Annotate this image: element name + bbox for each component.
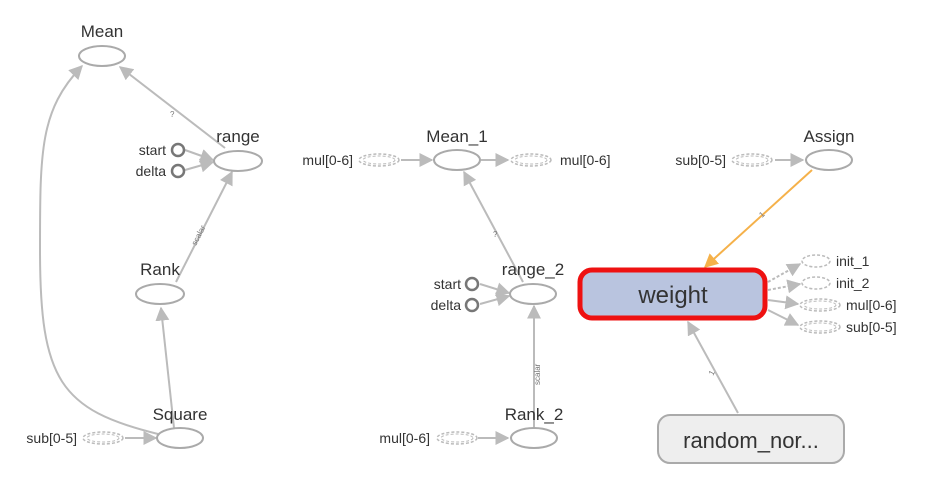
edge-rank-to-range: [175, 170, 233, 283]
cluster-left: ? scalar Mean range Rank Square start: [26, 22, 263, 449]
node-random-normal[interactable]: random_nor...: [657, 414, 845, 464]
input-square-sub[interactable]: sub[0-5]: [26, 430, 124, 446]
input-range2-delta[interactable]: delta: [431, 297, 480, 313]
input-range-start-label: start: [139, 142, 166, 158]
output-mean1-mul-label: mul[0-6]: [560, 152, 611, 168]
edge-label-assign-weight: 1: [757, 209, 767, 219]
node-random-normal-label: random_nor...: [683, 428, 819, 453]
output-init-1-label: init_1: [836, 253, 870, 269]
node-mean[interactable]: Mean: [78, 22, 126, 67]
output-weight-sub-label: sub[0-5]: [846, 319, 897, 335]
input-range-start[interactable]: start: [139, 142, 186, 158]
node-mean-1[interactable]: Mean_1: [426, 127, 488, 171]
edge-weight-to-init2: [767, 279, 802, 294]
edge-weight-to-sub: [767, 309, 800, 326]
edge-label-random-weight: 1: [707, 368, 717, 377]
node-range-2-label: range_2: [502, 260, 564, 279]
edge-square-to-rank: [155, 306, 175, 429]
edge-range-to-mean: [118, 66, 226, 149]
node-mean-1-label: Mean_1: [426, 127, 487, 146]
output-init-2[interactable]: init_2: [801, 275, 870, 291]
edge-label-rank-range: scalar: [190, 224, 208, 247]
node-range-2[interactable]: range_2: [502, 260, 564, 305]
node-weight-label: weight: [637, 282, 708, 309]
edge-label-range-mean: ?: [170, 110, 175, 119]
node-weight[interactable]: weight: [577, 267, 768, 321]
input-mean1-mul[interactable]: mul[0-6]: [302, 152, 400, 168]
edge-assign-to-weight: [703, 169, 813, 268]
node-square-label: Square: [153, 405, 208, 424]
input-assign-sub[interactable]: sub[0-5]: [675, 152, 773, 168]
node-range[interactable]: range: [213, 127, 263, 172]
edge-delta-to-range: [184, 158, 215, 173]
edge-delta-to-range2: [479, 292, 511, 307]
edge-start-to-range: [184, 149, 215, 163]
input-assign-sub-label: sub[0-5]: [675, 152, 726, 168]
cluster-right: 1 1 Assign weight random_nor... sub[0-5]: [577, 127, 897, 464]
edge-label-range2-mean1: ?: [493, 230, 498, 239]
cluster-middle: ? scalar Mean_1 range_2 Rank_2 mul[0-6]: [302, 127, 611, 449]
node-assign[interactable]: Assign: [803, 127, 855, 171]
output-weight-mul[interactable]: mul[0-6]: [799, 297, 897, 313]
edge-label-rank2-range2: scalar: [533, 363, 542, 385]
node-mean-label: Mean: [81, 22, 124, 41]
input-range2-start[interactable]: start: [434, 276, 480, 292]
output-weight-mul-label: mul[0-6]: [846, 297, 897, 313]
edge-range2-to-mean1: [463, 170, 524, 283]
edge-square-to-mean: [38, 64, 159, 435]
edge-weight-to-mul: [767, 295, 800, 310]
input-range-delta[interactable]: delta: [136, 163, 186, 179]
input-range2-start-label: start: [434, 276, 461, 292]
output-init-2-label: init_2: [836, 275, 870, 291]
node-range-label: range: [216, 127, 259, 146]
input-square-sub-label: sub[0-5]: [26, 430, 77, 446]
input-mean1-mul-label: mul[0-6]: [302, 152, 353, 168]
edge-random-to-weight: [687, 320, 739, 414]
edge-start-to-range2: [479, 282, 511, 296]
input-range-delta-label: delta: [136, 163, 167, 179]
node-rank-2-label: Rank_2: [505, 405, 564, 424]
node-assign-label: Assign: [803, 127, 854, 146]
input-range2-delta-label: delta: [431, 297, 462, 313]
node-rank-label: Rank: [140, 260, 180, 279]
input-rank2-mul[interactable]: mul[0-6]: [379, 430, 478, 446]
output-mean1-mul[interactable]: mul[0-6]: [510, 152, 611, 168]
node-rank[interactable]: Rank: [135, 260, 185, 305]
node-rank-2[interactable]: Rank_2: [505, 405, 564, 449]
input-rank2-mul-label: mul[0-6]: [379, 430, 430, 446]
edge-weight-to-init1: [767, 263, 802, 283]
output-weight-sub[interactable]: sub[0-5]: [799, 319, 897, 335]
output-init-1[interactable]: init_1: [801, 253, 870, 269]
node-square[interactable]: Square: [153, 405, 208, 449]
